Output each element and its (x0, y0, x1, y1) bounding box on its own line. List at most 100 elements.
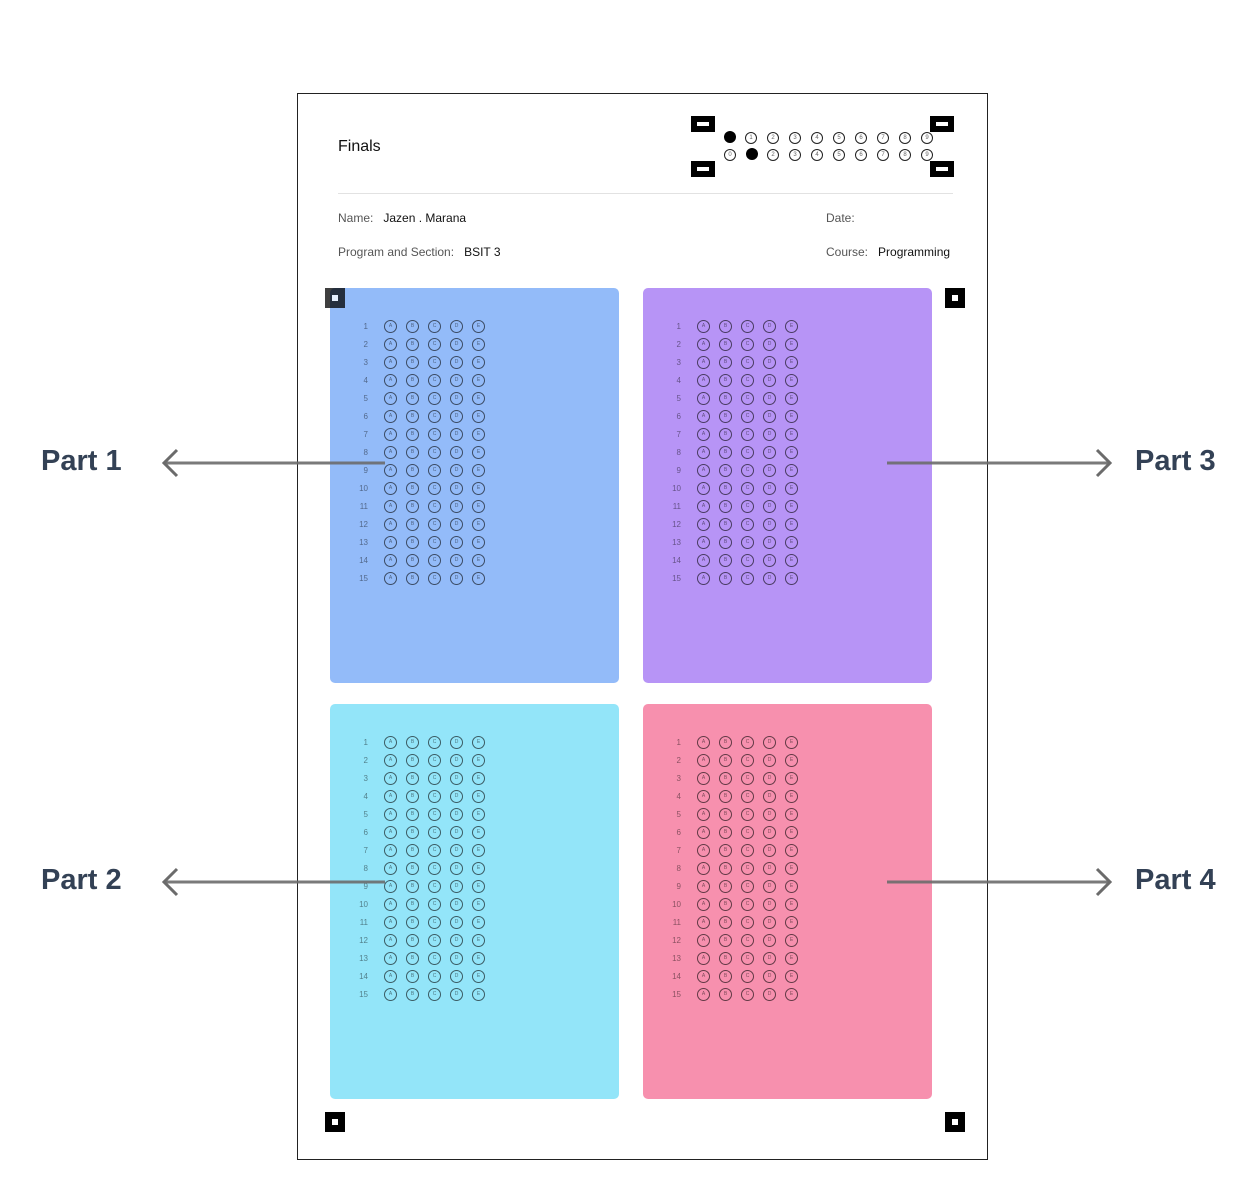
answer-bubble[interactable]: C (428, 517, 441, 531)
answer-bubble[interactable]: A (384, 481, 397, 495)
id-bubble[interactable]: 6 (855, 132, 867, 144)
answer-bubble[interactable]: D (763, 969, 776, 983)
answer-bubble[interactable]: B (406, 951, 419, 965)
answer-bubble[interactable]: E (785, 553, 798, 567)
answer-bubble[interactable]: B (719, 879, 732, 893)
answer-bubble[interactable]: D (450, 463, 463, 477)
answer-bubble[interactable]: C (741, 391, 754, 405)
answer-bubble[interactable]: B (406, 897, 419, 911)
answer-bubble[interactable]: D (450, 391, 463, 405)
answer-bubble[interactable]: A (697, 355, 710, 369)
answer-bubble[interactable]: D (450, 735, 463, 749)
answer-bubble[interactable]: A (384, 427, 397, 441)
answer-bubble[interactable]: E (785, 535, 798, 549)
answer-bubble[interactable]: D (450, 969, 463, 983)
answer-bubble[interactable]: E (785, 427, 798, 441)
answer-bubble[interactable]: A (697, 409, 710, 423)
answer-bubble[interactable]: D (450, 517, 463, 531)
answer-bubble[interactable]: E (472, 373, 485, 387)
answer-bubble[interactable]: B (719, 427, 732, 441)
answer-bubble[interactable]: B (406, 933, 419, 947)
id-bubble[interactable]: 9 (921, 149, 933, 161)
answer-bubble[interactable]: A (384, 825, 397, 839)
answer-bubble[interactable]: E (785, 879, 798, 893)
answer-bubble[interactable]: A (384, 843, 397, 857)
answer-bubble[interactable]: B (406, 969, 419, 983)
answer-bubble[interactable]: C (741, 355, 754, 369)
answer-bubble[interactable]: E (785, 319, 798, 333)
answer-bubble[interactable]: B (719, 373, 732, 387)
answer-bubble[interactable]: A (384, 933, 397, 947)
answer-bubble[interactable]: A (697, 735, 710, 749)
answer-bubble[interactable]: D (763, 481, 776, 495)
answer-bubble[interactable]: E (785, 337, 798, 351)
answer-bubble[interactable]: D (450, 337, 463, 351)
answer-bubble[interactable]: D (450, 807, 463, 821)
answer-bubble[interactable]: C (428, 445, 441, 459)
answer-bubble[interactable]: D (450, 427, 463, 441)
answer-bubble[interactable]: B (719, 825, 732, 839)
answer-bubble[interactable]: E (785, 517, 798, 531)
answer-bubble[interactable]: A (697, 897, 710, 911)
answer-bubble[interactable]: A (384, 771, 397, 785)
answer-bubble[interactable]: E (785, 445, 798, 459)
answer-bubble[interactable]: A (697, 843, 710, 857)
answer-bubble[interactable]: D (763, 553, 776, 567)
answer-bubble[interactable]: A (697, 337, 710, 351)
answer-bubble[interactable]: D (763, 463, 776, 477)
answer-bubble[interactable]: B (406, 319, 419, 333)
answer-bubble[interactable]: B (719, 535, 732, 549)
answer-bubble[interactable]: C (428, 735, 441, 749)
answer-bubble[interactable]: A (697, 535, 710, 549)
answer-bubble[interactable]: D (763, 735, 776, 749)
answer-bubble[interactable]: A (384, 789, 397, 803)
answer-bubble[interactable]: B (719, 861, 732, 875)
answer-bubble[interactable]: D (450, 771, 463, 785)
answer-bubble[interactable]: D (763, 915, 776, 929)
id-bubble[interactable]: 4 (811, 132, 823, 144)
answer-bubble[interactable]: D (763, 987, 776, 1001)
id-bubble[interactable]: 5 (833, 132, 845, 144)
answer-bubble[interactable]: B (719, 409, 732, 423)
answer-bubble[interactable]: B (406, 499, 419, 513)
answer-bubble[interactable]: C (428, 571, 441, 585)
answer-bubble[interactable]: E (785, 951, 798, 965)
answer-bubble[interactable]: B (406, 427, 419, 441)
answer-bubble[interactable]: B (406, 517, 419, 531)
answer-bubble[interactable]: D (763, 807, 776, 821)
answer-bubble[interactable]: E (472, 807, 485, 821)
answer-bubble[interactable]: E (472, 337, 485, 351)
answer-bubble[interactable]: B (406, 535, 419, 549)
answer-bubble[interactable]: D (763, 897, 776, 911)
answer-bubble[interactable]: C (741, 969, 754, 983)
answer-bubble[interactable]: D (763, 535, 776, 549)
answer-bubble[interactable]: A (384, 951, 397, 965)
answer-bubble[interactable]: A (697, 861, 710, 875)
answer-bubble[interactable]: E (785, 825, 798, 839)
answer-bubble[interactable]: C (428, 915, 441, 929)
answer-bubble[interactable]: E (785, 481, 798, 495)
answer-bubble[interactable]: A (384, 861, 397, 875)
answer-bubble[interactable]: B (719, 463, 732, 477)
answer-bubble[interactable]: A (384, 969, 397, 983)
answer-bubble[interactable]: C (428, 843, 441, 857)
answer-bubble[interactable]: D (763, 861, 776, 875)
answer-bubble[interactable]: A (697, 319, 710, 333)
answer-bubble[interactable]: D (763, 427, 776, 441)
answer-bubble[interactable]: C (741, 571, 754, 585)
answer-bubble[interactable]: D (763, 409, 776, 423)
answer-bubble[interactable]: A (697, 825, 710, 839)
answer-bubble[interactable]: A (697, 951, 710, 965)
answer-bubble[interactable]: B (719, 789, 732, 803)
answer-bubble[interactable]: D (450, 355, 463, 369)
answer-bubble[interactable]: E (472, 987, 485, 1001)
answer-bubble[interactable]: E (785, 969, 798, 983)
answer-bubble[interactable]: C (741, 481, 754, 495)
answer-bubble[interactable]: E (472, 427, 485, 441)
id-bubble[interactable]: 3 (789, 149, 801, 161)
answer-bubble[interactable]: D (450, 481, 463, 495)
answer-bubble[interactable]: D (763, 337, 776, 351)
id-bubble[interactable]: 6 (855, 149, 867, 161)
answer-bubble[interactable]: D (450, 535, 463, 549)
answer-bubble[interactable]: D (450, 951, 463, 965)
